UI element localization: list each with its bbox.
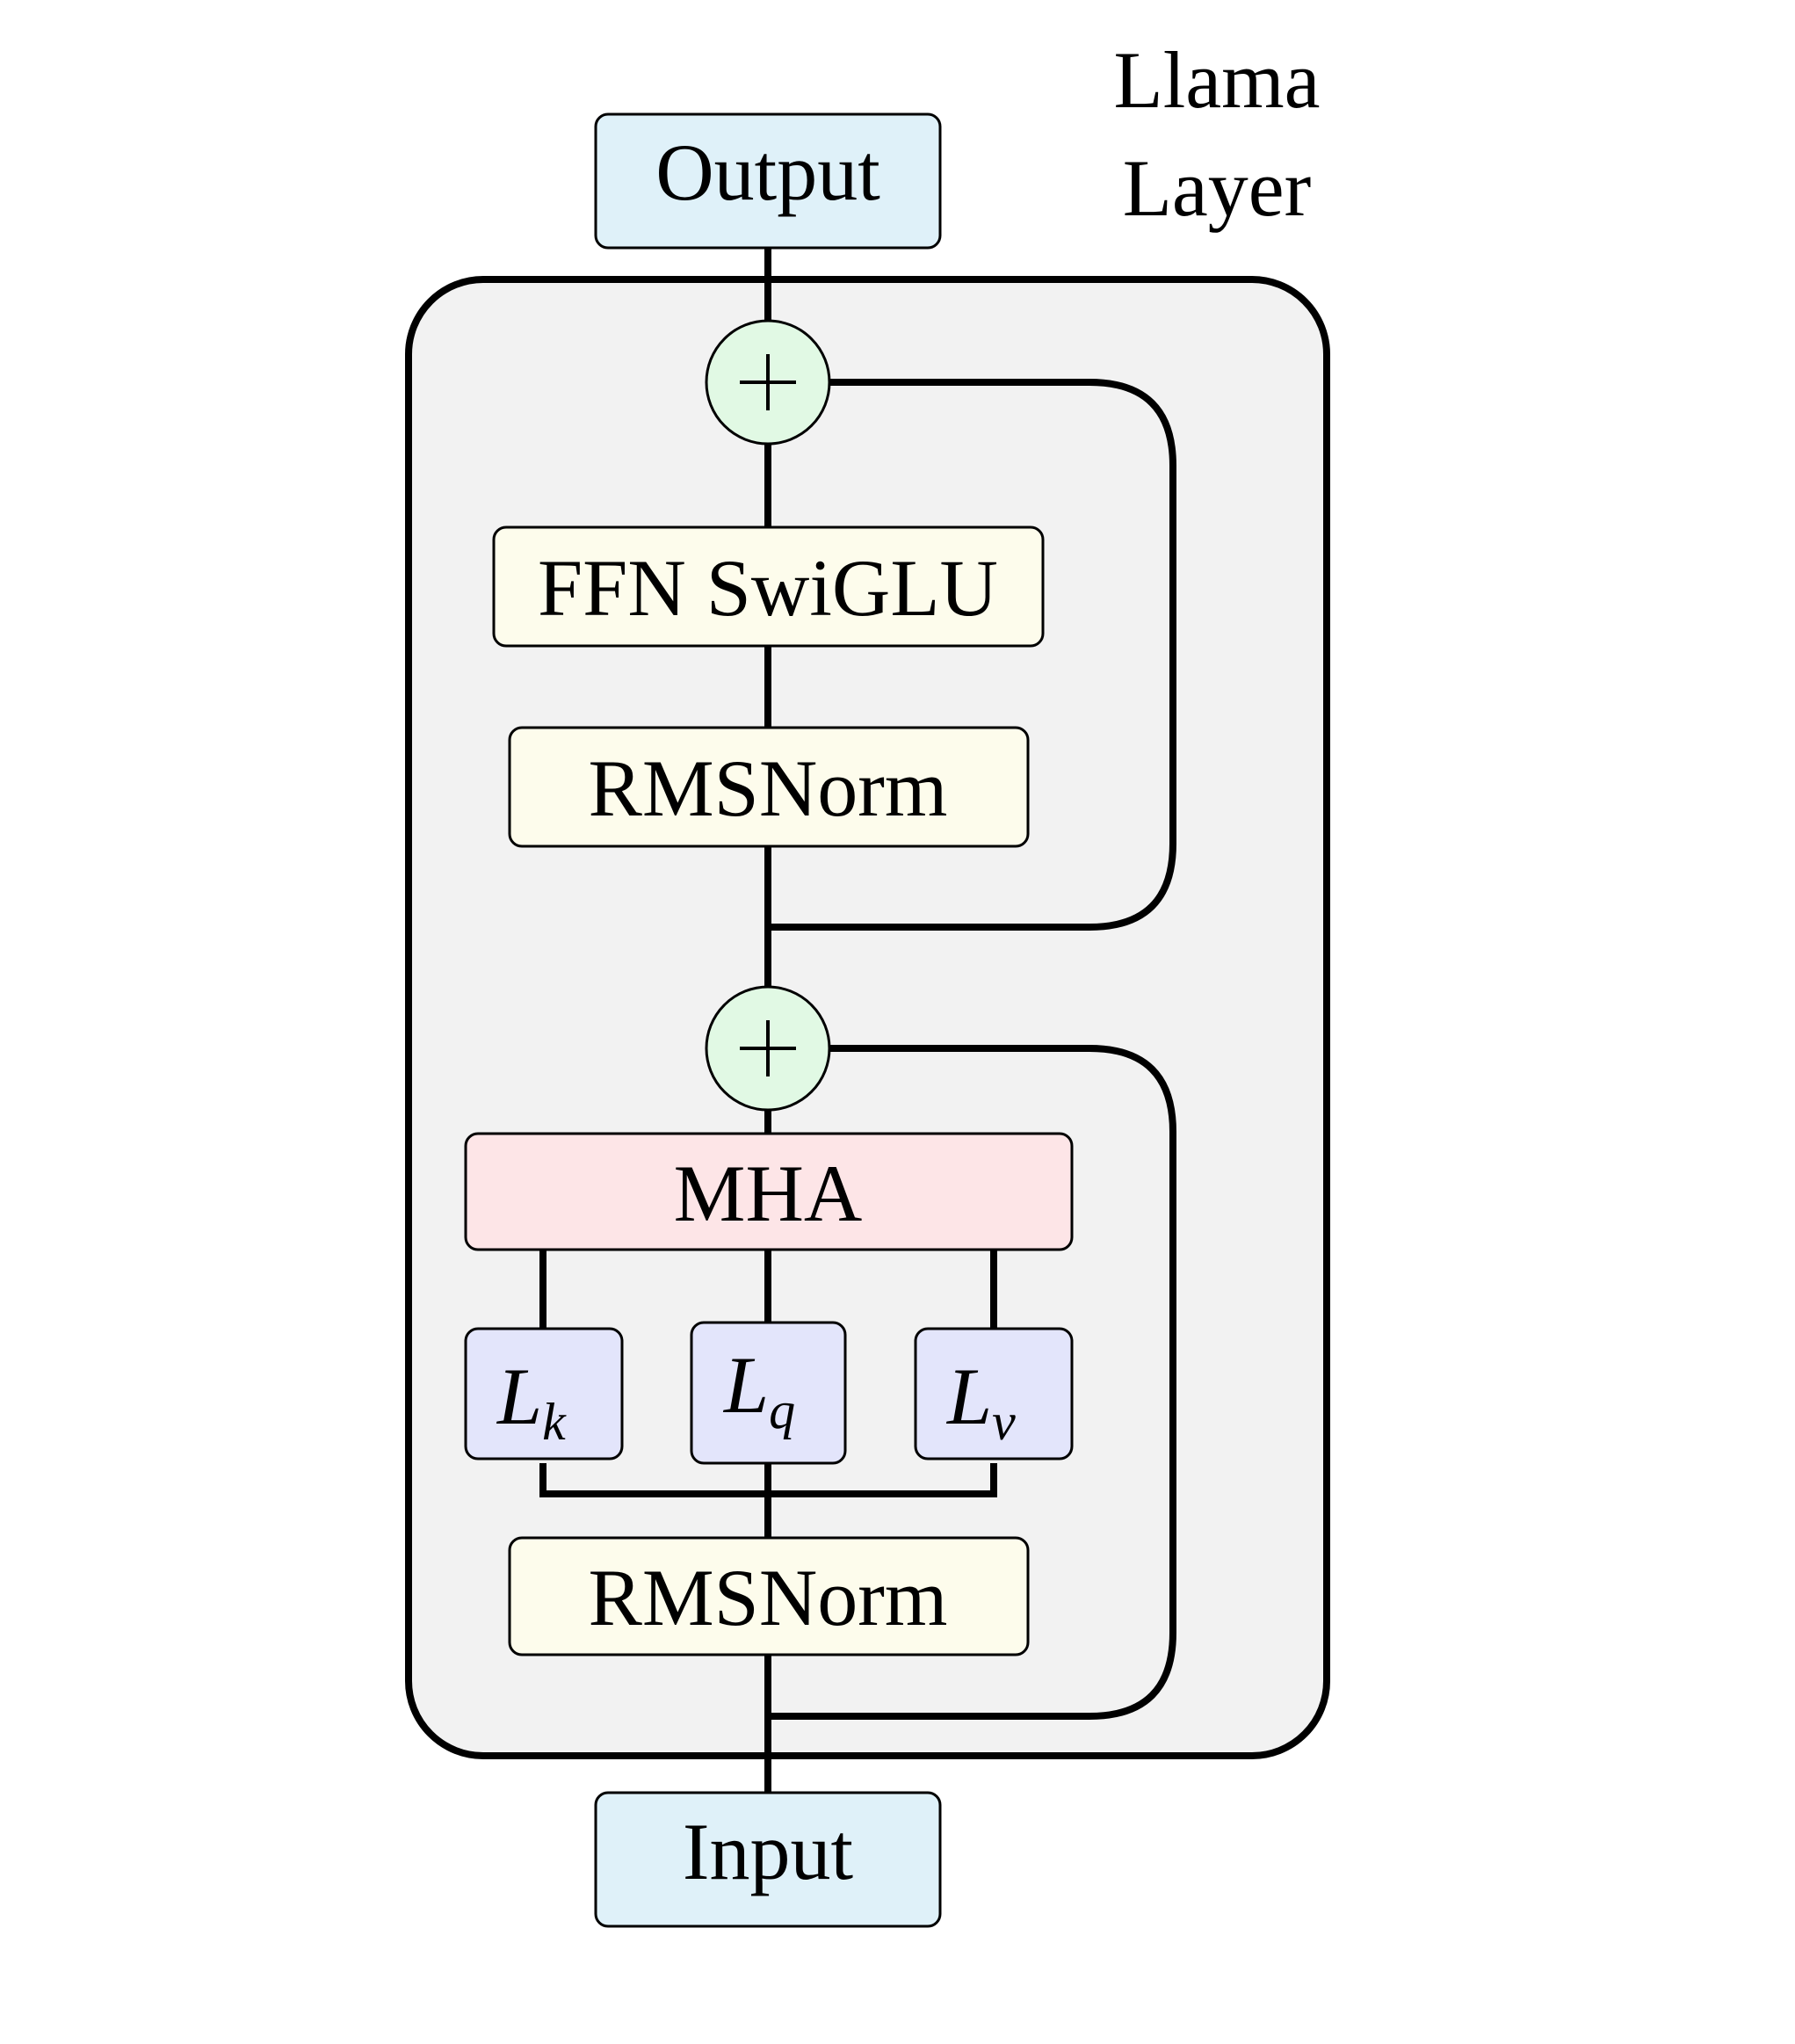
projection-v-node: Lv	[914, 1327, 1074, 1461]
layer-title-line2: Layer	[1123, 143, 1312, 233]
projection-q-label: Lq	[722, 1340, 795, 1439]
projection-q-node: Lq	[690, 1321, 847, 1465]
projection-v-label: Lv	[945, 1352, 1016, 1451]
residual-bottom	[768, 1045, 1176, 1720]
projection-k-node: Lk	[464, 1327, 624, 1461]
layer-title-line1: Llama	[1114, 35, 1321, 125]
norm-bottom-label: RMSNorm	[589, 1553, 948, 1642]
projection-k-label: Lk	[496, 1352, 567, 1451]
norm-bottom-node: RMSNorm	[508, 1536, 1030, 1656]
output-node: Output	[594, 112, 942, 250]
norm-top-label: RMSNorm	[589, 743, 948, 833]
ffn-node: FFN SwiGLU	[492, 525, 1045, 648]
mha-label: MHA	[674, 1149, 863, 1238]
adder-bottom	[705, 985, 831, 1112]
ffn-label: FFN SwiGLU	[538, 543, 998, 633]
mha-node: MHA	[464, 1132, 1074, 1251]
input-label: Input	[683, 1807, 854, 1896]
layer-container	[405, 276, 1330, 1759]
adder-top	[705, 319, 831, 446]
output-label: Output	[655, 127, 880, 217]
norm-top-node: RMSNorm	[508, 726, 1030, 848]
residual-top	[768, 379, 1176, 931]
input-node: Input	[594, 1791, 942, 1928]
edge-split-to-projections	[539, 1463, 997, 1497]
